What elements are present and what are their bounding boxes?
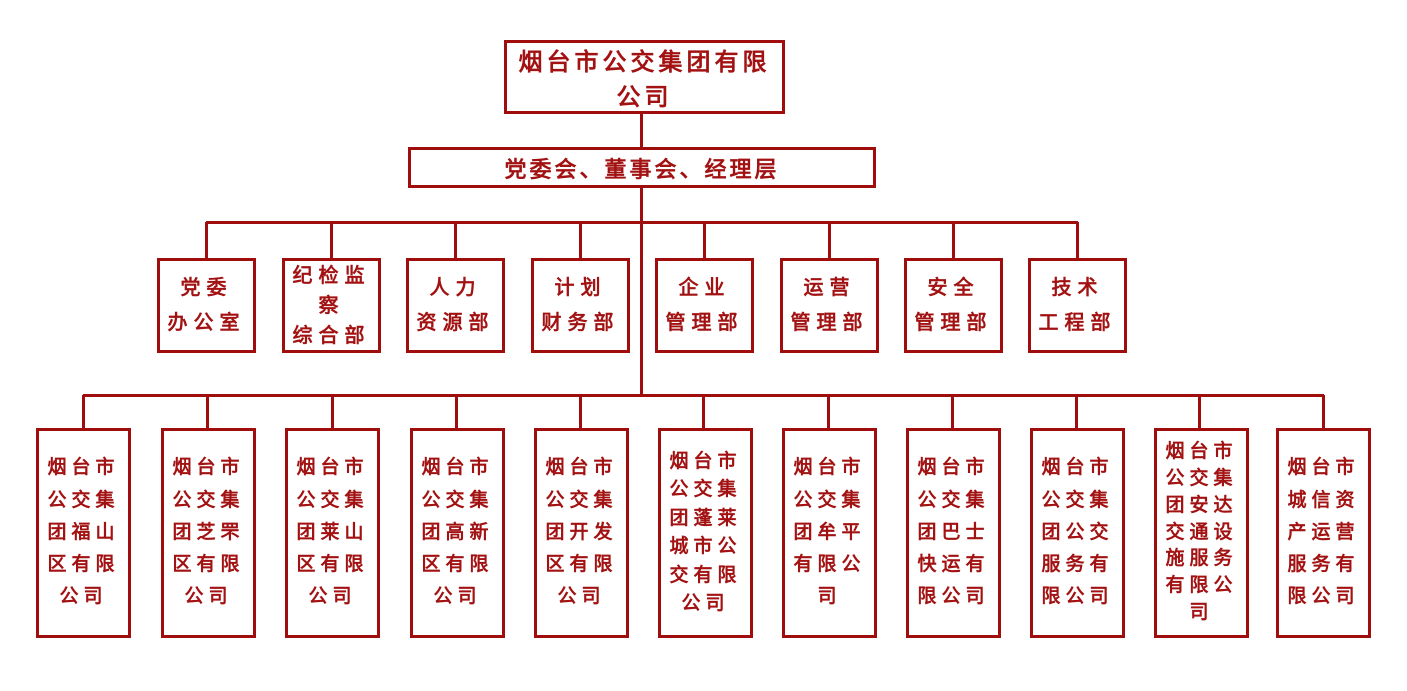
dept-node-technology-engineering: 技术 工程部 <box>1028 258 1127 353</box>
connector-drop-sub-10 <box>1198 395 1201 429</box>
dept-node-enterprise-management: 企业 管理部 <box>655 258 754 353</box>
subsidiary-node-bus-express: 烟台市 公交集 团巴士 快运有 限公司 <box>906 428 1001 638</box>
connector-drop-sub-7 <box>827 395 830 429</box>
subsidiary-node-anda-traffic-facilities: 烟台市 公交集 团安达 交通设 施服务 有限公 司 <box>1154 428 1249 638</box>
dept-node-discipline-inspection: 纪检监 察 综合部 <box>282 258 381 353</box>
connector-drop-dept-2 <box>330 222 333 259</box>
subsidiary-node-chengxin-assets: 烟台市 城信资 产运营 服务有 限公司 <box>1276 428 1371 638</box>
subsidiary-node-penglai: 烟台市 公交集 团蓬莱 城市公 交有限 公司 <box>658 428 753 638</box>
subsidiary-node-muping: 烟台市 公交集 团牟平 有限公 司 <box>782 428 877 638</box>
connector-drop-dept-8 <box>1076 222 1079 259</box>
connector-drop-sub-4 <box>455 395 458 429</box>
subsidiary-node-laishan: 烟台市 公交集 团莱山 区有限 公司 <box>285 428 380 638</box>
connector-drop-sub-3 <box>331 395 334 429</box>
subsidiary-node-bus-service: 烟台市 公交集 团公交 服务有 限公司 <box>1030 428 1125 638</box>
connector-drop-dept-3 <box>454 222 457 259</box>
connector-drop-dept-7 <box>952 222 955 259</box>
dept-node-safety-management: 安全 管理部 <box>904 258 1003 353</box>
connector-drop-dept-6 <box>828 222 831 259</box>
subsidiary-node-zhifu: 烟台市 公交集 团芝罘 区有限 公司 <box>161 428 256 638</box>
org-node-governance: 党委会、董事会、经理层 <box>408 147 876 188</box>
dept-node-party-committee-office: 党委 办公室 <box>157 258 256 353</box>
subsidiary-node-gaoxin: 烟台市 公交集 团高新 区有限 公司 <box>410 428 505 638</box>
connector-drop-sub-6 <box>702 395 705 429</box>
dept-node-operations-management: 运营 管理部 <box>780 258 879 353</box>
connector-drop-sub-11 <box>1322 395 1325 429</box>
connector-drop-sub-1 <box>82 395 85 429</box>
subsidiary-node-kaifa: 烟台市 公交集 团开发 区有限 公司 <box>534 428 629 638</box>
connector-drop-dept-4 <box>579 222 582 259</box>
connector-drop-dept-1 <box>205 222 208 259</box>
connector-root-to-governance <box>640 113 643 148</box>
connector-drop-sub-9 <box>1075 395 1078 429</box>
connector-drop-dept-5 <box>703 222 706 259</box>
dept-node-human-resources: 人力 资源部 <box>406 258 505 353</box>
connector-department-rail <box>206 221 1078 224</box>
org-node-root: 烟台市公交集团有限公司 <box>504 40 785 114</box>
connector-drop-sub-8 <box>951 395 954 429</box>
dept-node-planning-finance: 计划 财务部 <box>531 258 630 353</box>
connector-governance-trunk <box>640 187 643 397</box>
subsidiary-node-fushan: 烟台市 公交集 团福山 区有限 公司 <box>36 428 131 638</box>
connector-drop-sub-5 <box>579 395 582 429</box>
connector-drop-sub-2 <box>206 395 209 429</box>
